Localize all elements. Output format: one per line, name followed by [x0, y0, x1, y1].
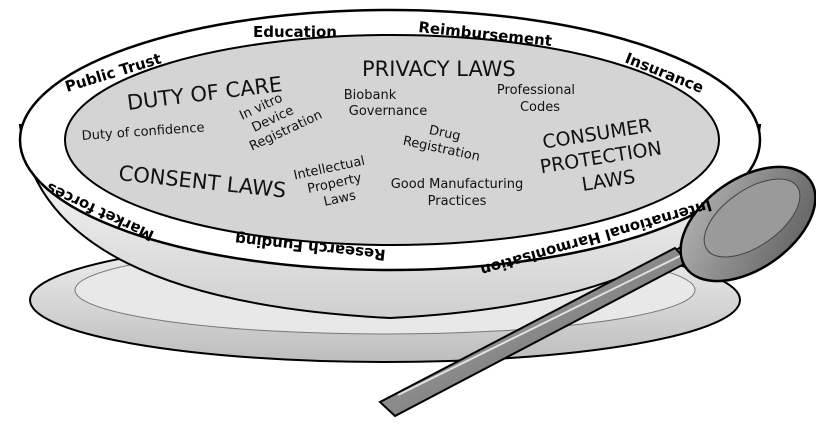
label-gmp-line-1: Good Manufacturing — [391, 177, 524, 192]
label-biobank-line-1: Biobank — [344, 88, 397, 103]
label-professional-codes-line-2: Codes — [520, 100, 560, 115]
label-biobank: Biobank Governance — [344, 88, 427, 119]
label-privacy-laws: PRIVACY LAWS — [362, 57, 516, 81]
rim-label-education: Education — [253, 23, 337, 41]
label-biobank-line-2: Governance — [349, 104, 427, 119]
label-gmp-line-2: Practices — [428, 194, 487, 209]
label-drug-registration-line-1: Drug — [428, 123, 462, 144]
label-professional-codes-line-1: Professional — [497, 83, 575, 98]
label-intellectual-property-line-3: Laws — [322, 188, 357, 210]
label-professional-codes: Professional Codes — [497, 83, 575, 115]
spoon — [378, 165, 816, 418]
label-gmp: Good Manufacturing Practices — [391, 177, 524, 209]
soup-surface — [64, 34, 720, 246]
